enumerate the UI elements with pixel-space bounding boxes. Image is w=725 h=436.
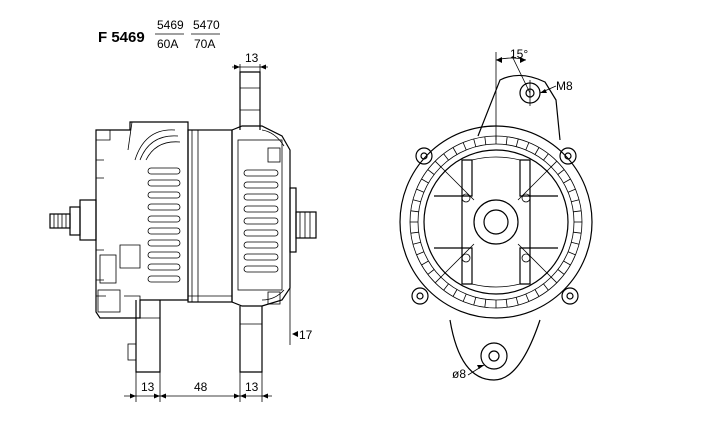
front-shaft [289, 187, 317, 253]
housing-fin [484, 299, 487, 308]
housing-fin [525, 293, 530, 302]
dim-shaft-offset: 17 [289, 252, 313, 345]
housing-fin [416, 251, 425, 256]
housing-fin [427, 169, 435, 175]
housing-fin [427, 269, 435, 275]
bottom-mounting-ear [449, 319, 541, 381]
housing-fin [410, 210, 419, 213]
dim-angle-label: 15° [510, 47, 528, 61]
housing-fin [421, 178, 429, 184]
dim-bottom-hole-label: ø8 [452, 367, 466, 381]
housing-fin [412, 199, 421, 203]
variant-1-number: 5469 [157, 18, 184, 32]
dim-bottom-lugs: 13 48 13 [124, 372, 272, 402]
model-title: F 5469 [98, 29, 145, 46]
housing-fin [563, 178, 571, 184]
housing-fin [452, 289, 458, 297]
bottom-mounting-lug-left [127, 300, 161, 373]
housing-fin [434, 276, 442, 284]
front-vent-slots [243, 169, 279, 273]
housing-fin [484, 136, 487, 145]
housing-fin [421, 260, 429, 266]
housing-fin [473, 138, 477, 147]
housing-fin [563, 260, 571, 266]
variant-1-rating: 60A [157, 37, 178, 51]
housing-fin [534, 147, 540, 155]
housing-fin [534, 289, 540, 297]
housing-fin [567, 188, 576, 193]
housing-fin [473, 297, 477, 306]
housing-fin [505, 299, 508, 308]
housing-fin [462, 142, 467, 151]
housing-fin [515, 297, 519, 306]
dim-bottom-left-lug-label: 13 [141, 380, 155, 394]
housing-fin [434, 160, 442, 168]
front-view: 15° M8 ø8 [399, 47, 593, 381]
dim-bottom-right-lug-label: 13 [245, 380, 259, 394]
variant-2-number: 5470 [193, 18, 220, 32]
housing-fin [571, 199, 580, 203]
dim-top-lug-width: 13 [232, 51, 268, 74]
dim-top-lug-width-label: 13 [245, 51, 259, 65]
housing-fin [452, 147, 458, 155]
housing-fin [567, 251, 576, 256]
front-housing [231, 125, 291, 307]
housing-fin [543, 283, 549, 291]
dim-shaft-offset-label: 17 [299, 328, 313, 342]
housing-fin [515, 138, 519, 147]
outer-housing [399, 125, 593, 319]
housing-fin [543, 153, 549, 161]
title-block: F 5469 5469 60A 5470 70A [98, 18, 220, 51]
housing-fin [557, 169, 565, 175]
housing-fin [573, 210, 582, 213]
terminal-stud [49, 199, 97, 241]
center-hub [439, 165, 553, 279]
bottom-mounting-lug-right [239, 306, 263, 373]
dim-bottom-hole: ø8 [452, 364, 485, 381]
stator-body [187, 129, 233, 303]
housing-fin [550, 160, 558, 168]
housing-fin [525, 142, 530, 151]
rear-housing [95, 121, 189, 319]
housing-bosses [411, 147, 579, 305]
housing-fin [550, 276, 558, 284]
housing-fin [571, 241, 580, 245]
inner-spokes [434, 156, 558, 288]
dim-lug-spacing-label: 48 [194, 380, 208, 394]
housing-fin [410, 231, 419, 234]
rear-vent-slots [147, 167, 181, 283]
housing-fin [573, 231, 582, 234]
variant-2-rating: 70A [194, 37, 215, 51]
housing-fin [462, 293, 467, 302]
dim-top-bolt: M8 [539, 79, 573, 94]
side-view: 13 13 48 13 17 [49, 51, 317, 402]
top-mounting-lug [239, 71, 261, 130]
housing-fin [443, 153, 449, 161]
housing-fin [443, 283, 449, 291]
dim-top-bolt-label: M8 [556, 79, 573, 93]
housing-fin [557, 269, 565, 275]
top-mounting-ear [477, 74, 561, 141]
housing-fins [410, 136, 582, 308]
housing-fin [505, 136, 508, 145]
housing-fin [412, 241, 421, 245]
housing-fin [416, 188, 425, 193]
dim-angle: 15° [495, 47, 531, 140]
